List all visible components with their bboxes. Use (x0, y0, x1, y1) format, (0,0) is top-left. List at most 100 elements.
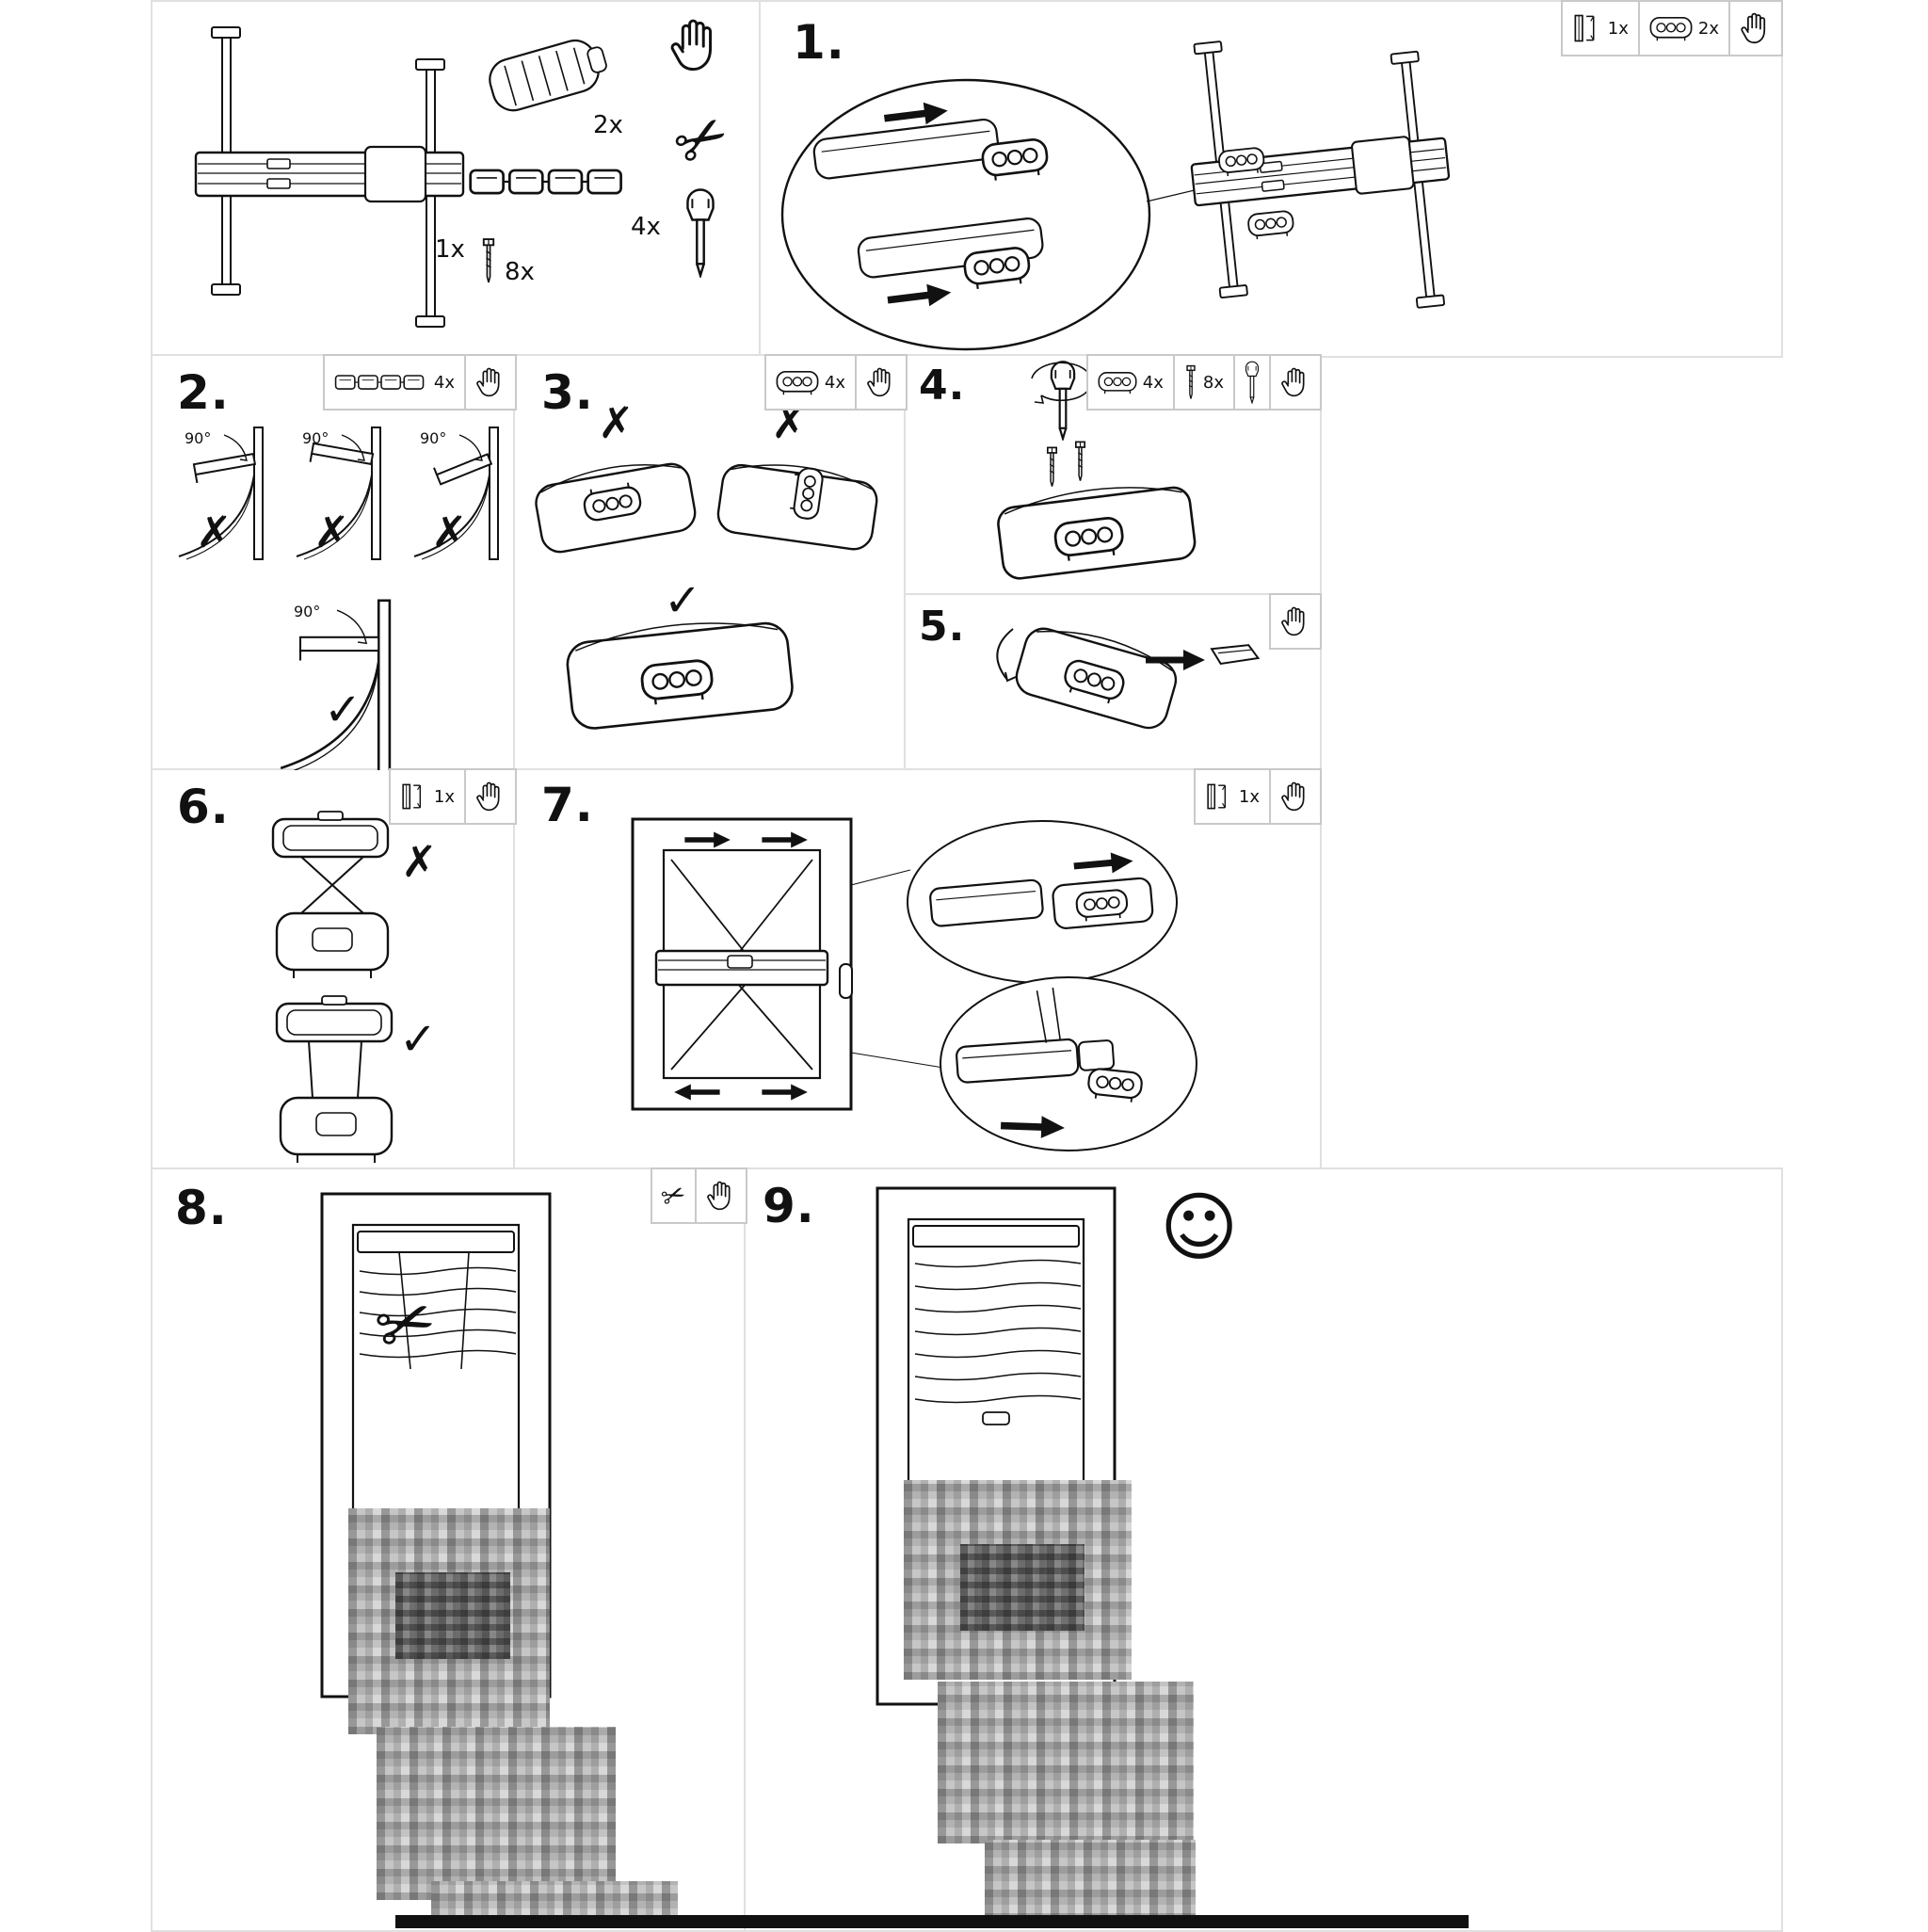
wrong-mount-2 (296, 427, 381, 560)
qty-screw: 8x (505, 258, 535, 286)
parts-illustration (194, 25, 623, 329)
angle-label: 90° (420, 429, 447, 447)
magnified-clip-insertion (812, 98, 1051, 313)
step-1-illustration (780, 18, 1464, 351)
step-6-illustration (271, 811, 394, 1163)
panel-step-8: 8. ✂ ✂ (151, 1167, 747, 1932)
step-7-hardware-box: 1x (1193, 768, 1322, 825)
wrong-mark: ✗ (196, 507, 233, 557)
leader-line (850, 869, 944, 1069)
step-8-number: 8. (175, 1181, 228, 1235)
window-with-blind (631, 817, 853, 1111)
hw-hand-cell (695, 1169, 746, 1222)
hw-screwdriver-cell (1233, 356, 1269, 409)
hand-icon (866, 365, 896, 399)
hand-icon (706, 1179, 736, 1213)
bracket-icon (1205, 780, 1233, 813)
qty-bracket-strip: 4x (631, 213, 661, 241)
step-2-illustration (178, 427, 499, 770)
hand-icon (1280, 604, 1310, 638)
qty-clip: 2x (593, 111, 623, 139)
screwdriver-with-rotation (1031, 360, 1093, 441)
corner-shoe-drawing (997, 486, 1197, 580)
panel-step-6: 6. 1x (151, 768, 517, 1171)
wrong-clip-1 (535, 462, 697, 554)
step-8-hardware-box: ✂ (650, 1167, 747, 1224)
hw-scissors-cell: ✂ (652, 1169, 695, 1222)
window-handle (839, 963, 853, 999)
excess-cords (398, 1251, 470, 1370)
hw-clip-qty: 2x (1697, 18, 1719, 39)
hw-hand-cell (1269, 770, 1320, 823)
pixelated-artifact (395, 1572, 510, 1659)
rail-assembly-drawing (194, 25, 465, 329)
hw-clip-qty: 4x (824, 372, 845, 393)
wrong-mark: ✗ (598, 397, 635, 448)
correct-mark: ✓ (324, 684, 362, 736)
hw-bracket-qty: 1x (433, 786, 455, 807)
panel-step-2: 2. 4x (151, 354, 517, 772)
panel-step-4: 4. 4x 8x (904, 354, 1322, 597)
step-3-number: 3. (541, 365, 594, 420)
qty-rail: 1x (435, 235, 465, 264)
hw-screw-cell: 8x (1172, 356, 1233, 409)
bracket-icon (1572, 10, 1602, 46)
hw-hand-cell (1269, 356, 1320, 409)
angle-label: 90° (302, 429, 329, 447)
bracket-strip-icon (334, 368, 428, 396)
smiley-icon: ☺ (1160, 1183, 1239, 1271)
step-5-illustration (996, 627, 1261, 730)
bracket-icon (400, 780, 428, 813)
screw-drawing (1074, 441, 1086, 482)
hw-hand-cell (464, 356, 515, 409)
step-7-illustration (631, 817, 1197, 1151)
hw-strip-qty: 4x (433, 372, 455, 393)
step-5-number: 5. (919, 603, 966, 651)
correct-mark: ✓ (399, 1013, 438, 1066)
hw-clip-cell: 4x (766, 356, 855, 409)
screwdriver-icon (1245, 361, 1260, 404)
screw-drawing (482, 237, 495, 284)
tension-clip-drawing (489, 39, 607, 112)
hand-icon (475, 780, 506, 813)
panel-step-1: 1. 1x 2x (759, 0, 1783, 358)
clip-icon (776, 368, 819, 396)
screwdriver-icon (685, 186, 715, 279)
top-rail-detail (929, 849, 1154, 929)
bracket-strip-drawing (469, 169, 623, 195)
hw-bracket-qty: 1x (1607, 18, 1629, 39)
wrong-mount-3 (413, 427, 499, 560)
wrong-mount-1 (178, 427, 264, 560)
hw-screw-qty: 8x (1202, 372, 1224, 393)
hw-hand-cell (464, 770, 515, 823)
corner-shoe-drawing (1015, 627, 1178, 730)
step-2-hardware-box: 4x (322, 354, 517, 411)
pixelated-artifact (938, 1682, 1194, 1843)
step-1-hardware-box: 1x 2x (1560, 0, 1783, 56)
clip-icon (1098, 369, 1137, 395)
step-2-number: 2. (177, 365, 230, 420)
pixelated-artifact (960, 1544, 1084, 1631)
hand-icon (1280, 365, 1310, 399)
blind-pull-tab (982, 1411, 1010, 1425)
hand-icon (1280, 780, 1310, 813)
step-4-number: 4. (919, 362, 966, 410)
step-7-number: 7. (541, 778, 594, 832)
hw-bracket-cell: 1x (1563, 2, 1638, 55)
magnifier-ellipse (780, 78, 1151, 351)
step-9-illustration (876, 1186, 1117, 1706)
scan-artifact-bar (395, 1915, 1469, 1928)
wrong-clip-2 (716, 463, 878, 551)
step-4-hardware-box: 4x 8x (1085, 354, 1322, 411)
scissors-icon: ✂ (656, 1176, 691, 1216)
hw-hand-cell (1271, 595, 1320, 648)
wrong-cord-routing (271, 811, 390, 978)
hw-hand-cell (1728, 2, 1781, 55)
panel-step-7: 7. 1x (513, 768, 1322, 1171)
rail-with-clips (1178, 18, 1464, 331)
wrong-mark: ✗ (431, 507, 468, 557)
pixelated-artifact (377, 1727, 616, 1900)
hand-icon (475, 365, 506, 399)
angle-label: 90° (294, 603, 321, 620)
hw-bracket-qty: 1x (1238, 786, 1260, 807)
